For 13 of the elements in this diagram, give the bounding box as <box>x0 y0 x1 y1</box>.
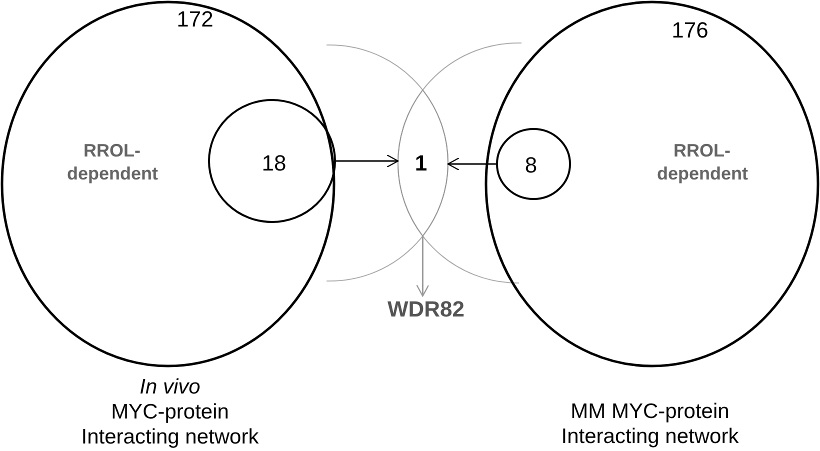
arrow <box>447 157 496 171</box>
gene-label: WDR82 <box>388 295 464 323</box>
subset-label: RROL- dependent <box>657 140 747 184</box>
network-caption: In vivo MYC-protein Interacting network <box>80 374 260 450</box>
count-label: 8 <box>524 151 538 179</box>
count-label: 18 <box>262 149 286 177</box>
arrow <box>336 154 399 168</box>
count-label: 1 <box>414 149 428 177</box>
subset-label: RROL- dependent <box>67 140 157 184</box>
count-label: 172 <box>176 5 214 33</box>
arrow <box>416 236 430 297</box>
count-label: 176 <box>672 16 708 44</box>
network-caption: MM MYC-protein Interacting network <box>560 399 740 449</box>
